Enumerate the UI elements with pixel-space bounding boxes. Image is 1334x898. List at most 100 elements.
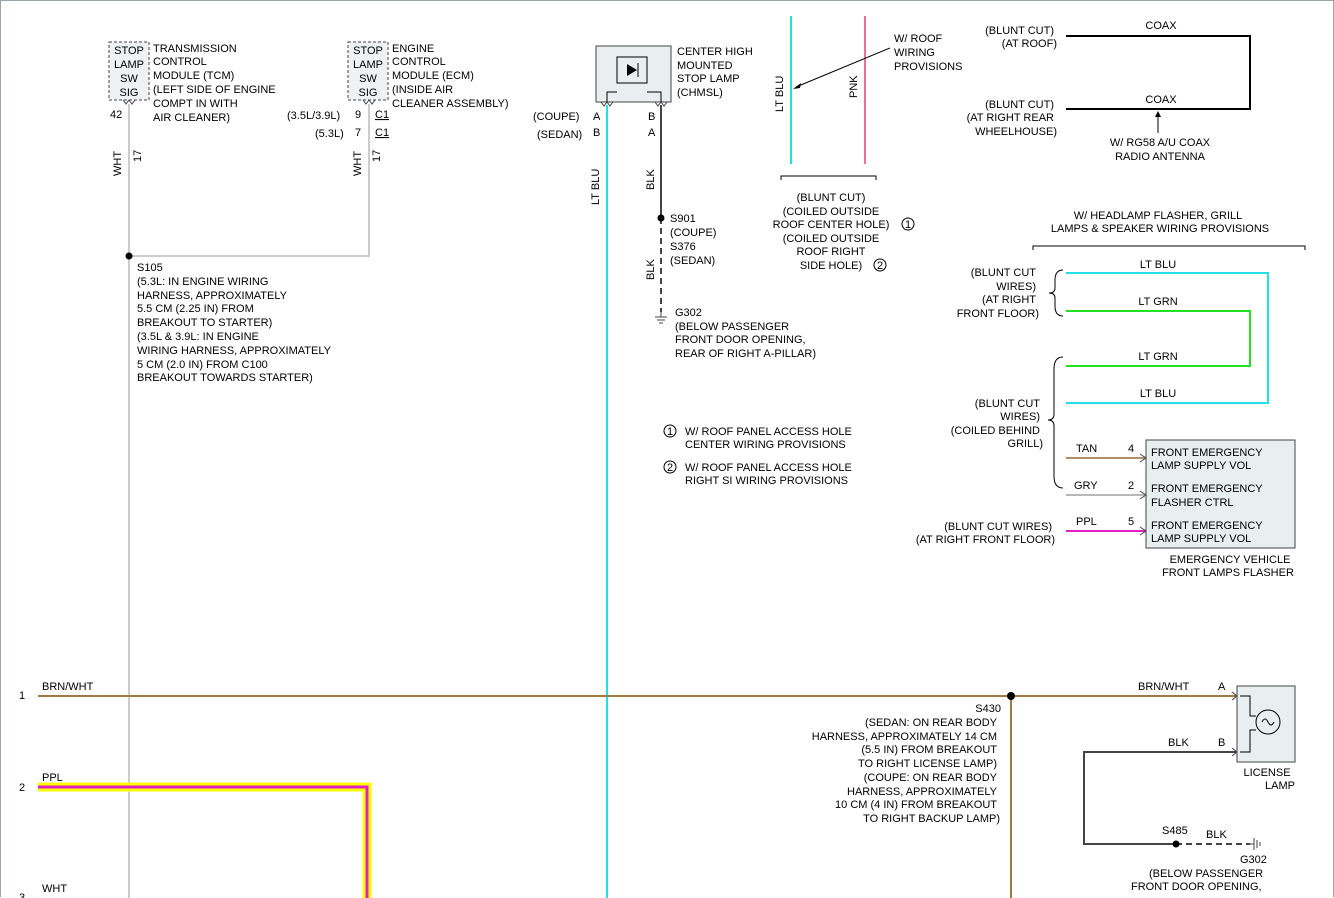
flasher-ppl-line: (BLUNT CUT WIRES) [944,521,1052,533]
flasher-ppl-line: (AT RIGHT FRONT FLOOR) [916,534,1055,546]
bus-wire-label: PPL [42,772,63,784]
note-number: 1 [667,426,673,438]
tcm-description: TRANSMISSION CONTROL MODULE (TCM) (LEFT … [153,43,276,124]
flasher-pin-desc: FLASHER CTRL [1151,497,1234,509]
g302-line: G302 [675,307,702,319]
tcm-desc-line: AIR CLEANER) [153,112,230,124]
flasher-row-1: TAN 4 FRONT EMERGENCY LAMP SUPPLY VOL [1076,443,1263,472]
ecm-desc-line: ENGINE [392,43,434,55]
chmsl-wire-blk: BLK [645,169,657,190]
flasher-ppl-label: (BLUNT CUT WIRES) (AT RIGHT FRONT FLOOR) [916,521,1055,546]
license-wire-a: BRN/WHT [1138,681,1190,693]
s430-line: (5.5 IN) FROM BREAKOUT [861,744,997,756]
license-name-line: LICENSE [1243,767,1290,779]
headlamp-blunt-line: (BLUNT CUT [975,398,1040,410]
s485-splice-dot [1172,840,1180,848]
tcm-desc-line: MODULE (TCM) [153,70,234,82]
roof-provisions-label: W/ ROOF WIRING PROVISIONS [894,33,962,73]
tcm-pin-label: STOP [114,45,144,57]
s105-line: HARNESS, APPROXIMATELY [137,290,288,302]
g302-line: REAR OF RIGHT A-PILLAR) [675,348,816,360]
connector-pin-icon [1231,691,1238,757]
tcm-desc-line: (LEFT SIDE OF ENGINE [153,84,276,96]
ecm-wire-color: WHT [352,151,364,176]
s430-line: HARNESS, APPROXIMATELY 14 CM [812,731,997,743]
tcm-desc-line: COMPT IN WITH [153,98,238,110]
s485-label: S485 [1162,825,1188,837]
bus-wire-label: WHT [42,883,67,895]
chmsl-variant-sedan: (SEDAN) [537,129,582,141]
ecm-pin-number: 9 [355,109,361,121]
ecm-pin-label: SIG [359,87,378,99]
coax-antenna-label: W/ RG58 A/U COAX RADIO ANTENNA [1110,137,1211,163]
s901-wire: BLK [645,259,657,280]
chmsl-pin: B [648,111,655,123]
coax-wire-label: COAX [1145,20,1177,32]
tcm-pin-label: LAMP [114,59,144,71]
wire-bus-ppl [38,785,369,898]
ecm-connector: STOP LAMP SW SIG [347,41,389,105]
ecm-pin-label: SW [359,73,377,85]
roof-wire-ltblu: LT BLU [774,76,786,112]
headlamp-wire: LT BLU [1140,388,1176,400]
note-line: RIGHT SI WIRING PROVISIONS [685,475,848,487]
ecm-circuit: 17 [371,150,383,162]
roof-provision-line: WIRING [894,47,935,59]
s430-line: TO RIGHT LICENSE LAMP) [858,758,997,770]
note-marker-number: 2 [877,260,883,272]
license-name: LICENSE LAMP [1243,767,1295,792]
s430-line: 10 CM (4 IN) FROM BREAKOUT [835,799,997,811]
flasher-name: EMERGENCY VEHICLE FRONT LAMPS FLASHER [1162,554,1294,579]
flasher-wire-label: PPL [1076,516,1097,528]
brace-icon [1048,269,1064,317]
s105-line: 5 CM (2.0 IN) FROM C100 [137,359,268,371]
s105-description: S105 (5.3L: IN ENGINE WIRING HARNESS, AP… [137,262,332,384]
coax-label-line: WHEELHOUSE) [975,126,1057,138]
flasher-pin-desc: LAMP SUPPLY VOL [1151,533,1251,545]
chmsl-pin: A [648,127,656,139]
chmsl-line: (CHMSL) [677,87,723,99]
flasher-pin: 2 [1128,480,1134,492]
arrow-icon [1155,111,1161,117]
flasher-wire-label: TAN [1076,443,1097,455]
antenna-line: W/ RG58 A/U COAX [1110,137,1211,149]
chmsl-description: CENTER HIGH MOUNTED STOP LAMP (CHMSL) [677,46,753,99]
bus-wire-label: BRN/WHT [42,681,94,693]
chmsl-line: CENTER HIGH [677,46,753,58]
s105-line: BREAKOUT TO STARTER) [137,317,272,329]
headlamp-blunt-line: WIRES) [1000,411,1040,423]
flasher-row-3: PPL 5 FRONT EMERGENCY LAMP SUPPLY VOL [1076,516,1263,545]
tcm-connector: STOP LAMP SW SIG [108,41,150,105]
headlamp-wire: LT GRN [1138,296,1177,308]
wire-license-blk [1083,751,1236,845]
note-1: 1 W/ ROOF PANEL ACCESS HOLE CENTER WIRIN… [663,424,852,451]
coax-bottom-label: (BLUNT CUT) (AT RIGHT REAR WHEELHOUSE) [967,99,1057,138]
note-marker [873,258,887,272]
chmsl-line: MOUNTED [677,60,733,72]
tcm-desc-line: CONTROL [153,56,207,68]
ecm-connector-id: C1 [375,127,389,139]
flasher-pin-desc: FRONT EMERGENCY [1151,447,1263,459]
chmsl-wire-ltblu: LT BLU [590,169,602,205]
coax-wire-label: COAX [1145,94,1177,106]
roof-blunt-line: (COILED OUTSIDE [783,206,880,218]
headlamp-blunt-line: WIRES) [996,281,1036,293]
flasher-wire-label: GRY [1074,480,1098,492]
ecm-pin-label: LAMP [353,59,383,71]
roof-provision-line: W/ ROOF [894,33,943,45]
coax-label-line: (AT RIGHT REAR [967,112,1054,124]
ground-icon [1250,838,1261,850]
headlamp-bracket [1032,245,1306,250]
bus-line-number: 3 [19,892,25,898]
roof-provision-line: PROVISIONS [894,61,962,73]
wire-ltgrn-loop [1066,310,1251,367]
license-pin-b: B [1218,737,1225,749]
coax-top-label: (BLUNT CUT) (AT ROOF) [985,25,1057,50]
coax-label-line: (AT ROOF) [1002,38,1057,50]
s430-line: (COUPE: ON REAR BODY [864,772,998,784]
arrow-icon [793,83,801,89]
license-ground-line: (BELOW PASSENGER [1149,868,1263,880]
ecm-variant: (3.5L/3.9L) [287,110,340,122]
s105-line: (3.5L & 3.9L: IN ENGINE [137,331,259,343]
